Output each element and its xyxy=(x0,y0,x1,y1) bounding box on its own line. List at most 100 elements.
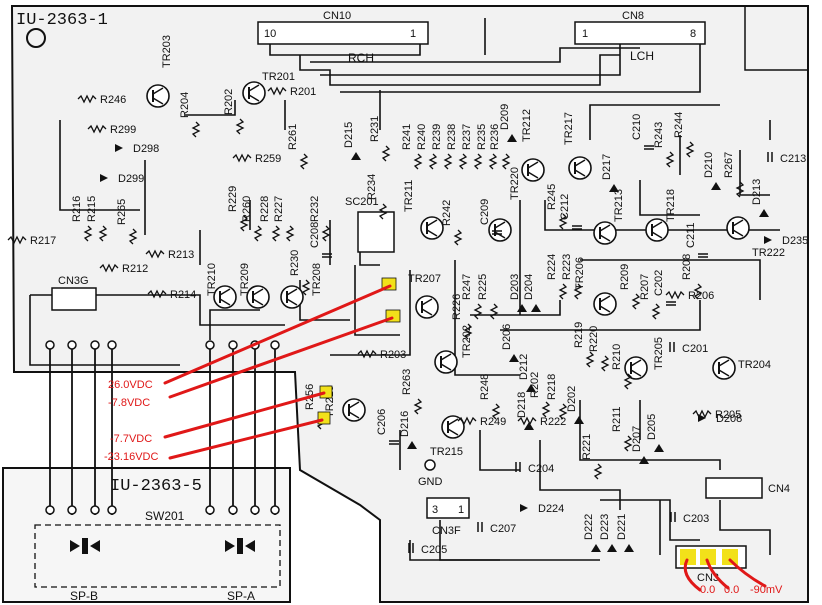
res-r299-4-symbol xyxy=(87,124,107,134)
tr212-label: TR212 xyxy=(521,109,533,142)
tr217-symbol xyxy=(568,156,592,180)
pcb-traces xyxy=(29,18,780,561)
tr215-symbol xyxy=(441,415,465,439)
cap-c208-5-label: C208 xyxy=(309,222,321,248)
res-r228-24-symbol xyxy=(271,225,281,242)
diode-d298-0-symbol xyxy=(115,144,123,152)
cap-c207-10-label: C207 xyxy=(490,523,516,535)
res-r229-37-symbol xyxy=(239,215,249,232)
res-r216-19-label: R216 xyxy=(71,196,83,222)
res-r207-32-label: R207 xyxy=(639,274,651,300)
tr222-label: TR222 xyxy=(752,247,785,259)
diode-d299-1-label: D299 xyxy=(118,173,144,185)
diode-d213-6-symbol xyxy=(759,209,769,217)
cap-c213-1-symbol xyxy=(767,152,773,162)
cn8-pin-right: 8 xyxy=(690,28,696,40)
res-r221-55-label: R221 xyxy=(581,434,593,460)
cap-c210-0-label: C210 xyxy=(631,114,643,140)
gnd-pad xyxy=(424,459,436,471)
tr207-symbol xyxy=(415,295,439,319)
diode-d212-11-symbol xyxy=(526,384,536,392)
res-r247-39-symbol xyxy=(473,303,483,320)
res-r219-43-label: R219 xyxy=(573,322,585,348)
res-r216-19-symbol xyxy=(83,225,93,242)
cap-c210-0-symbol xyxy=(644,145,654,150)
res-r201-3-label: R201 xyxy=(290,86,316,98)
res-r245-28-label: R245 xyxy=(546,184,558,210)
tr211-symbol xyxy=(420,216,444,240)
res-r260-23-symbol xyxy=(253,225,263,242)
tr218-label: TR218 xyxy=(665,189,677,222)
diode-d215-2-label: D215 xyxy=(343,122,355,148)
res-r265-21-symbol xyxy=(128,228,138,245)
tr207-label: TR207 xyxy=(408,273,441,285)
tr219-symbol xyxy=(342,398,366,422)
res-r213-34-label: R213 xyxy=(168,249,194,261)
res-r246-0-symbol xyxy=(77,94,97,104)
diode-d215-2-symbol xyxy=(351,152,361,160)
res-r202-48-symbol xyxy=(541,401,551,418)
sp-b-label: SP-B xyxy=(70,589,98,603)
cn10-pin-right: 1 xyxy=(410,28,416,40)
cap-c207-10-symbol xyxy=(477,522,483,532)
res-r208-33-symbol xyxy=(693,283,703,300)
rch-label: RCH xyxy=(348,51,374,65)
diode-d207-16-symbol xyxy=(639,456,649,464)
board-title: IU-2363-1 xyxy=(16,11,108,30)
tr217-label: TR217 xyxy=(563,112,575,145)
res-r214-36-label: R214 xyxy=(170,289,196,301)
diode-d206-10-symbol xyxy=(509,354,519,362)
res-r205-52-symbol xyxy=(692,409,712,419)
measurement-arrows xyxy=(163,284,767,592)
res-r222-54-label: R222 xyxy=(540,416,566,428)
diode-d298-0-label: D298 xyxy=(133,143,159,155)
tr205-symbol xyxy=(624,356,648,380)
res-r209-31-symbol xyxy=(631,293,641,310)
cn3-pin-2-value: 0.0 xyxy=(724,584,739,596)
cap-c204-9-symbol xyxy=(515,462,521,472)
cap-c204-9-label: C204 xyxy=(528,463,554,475)
res-r265-21-label: R265 xyxy=(116,199,128,225)
measurement-7-7v: -7.7VDC xyxy=(110,433,152,445)
cn4-label: CN4 xyxy=(768,483,790,495)
tr220-label: TR220 xyxy=(509,167,521,200)
diode-d299-1-symbol xyxy=(100,174,108,182)
tr209-label: TR209 xyxy=(239,263,251,296)
cap-c206-8-symbol xyxy=(389,440,399,445)
res-r225-40-label: R225 xyxy=(477,274,489,300)
tr201-symbol xyxy=(242,81,266,105)
diode-d224-18-label: D224 xyxy=(538,503,564,515)
res-r243-16-symbol xyxy=(665,151,675,168)
diode-d205-14-label: D205 xyxy=(646,414,658,440)
res-r220-44-symbol xyxy=(600,355,610,372)
res-r222-54-symbol xyxy=(517,416,537,426)
switch-board-title: IU-2363-5 xyxy=(110,477,202,496)
res-r204-1-symbol xyxy=(191,121,201,138)
res-r208-33-label: R208 xyxy=(681,254,693,280)
tr212-symbol xyxy=(521,158,545,182)
cap-c211-4-symbol xyxy=(698,253,708,258)
cap-c209-2-symbol xyxy=(492,230,502,235)
res-r242-27-label: R242 xyxy=(441,200,453,226)
res-r225-40-symbol xyxy=(489,303,499,320)
res-r244-17-label: R244 xyxy=(673,112,685,138)
diode-d210-5-label: D210 xyxy=(703,152,715,178)
cn10-pin-left: 10 xyxy=(264,28,276,40)
tr206-label: TR206 xyxy=(574,257,586,290)
cn4-connector xyxy=(705,477,763,499)
cn3g-label: CN3G xyxy=(58,275,89,287)
res-r206-42-symbol xyxy=(665,290,685,300)
diode-d202-13-label: D202 xyxy=(566,386,578,412)
cn10-label: CN10 xyxy=(323,10,351,22)
diode-d212-11-label: D212 xyxy=(518,354,530,380)
test-pad-r256-bottom xyxy=(317,411,331,425)
cap-c212-3-label: C212 xyxy=(559,194,571,220)
tr202-label: TR202 xyxy=(461,325,473,358)
res-r234-8-label: R234 xyxy=(366,174,378,200)
diode-d213-6-label: D213 xyxy=(751,179,763,205)
res-r235-14-label: R235 xyxy=(476,124,488,150)
res-r243-16-label: R243 xyxy=(653,122,665,148)
diode-d218-12-symbol xyxy=(524,422,534,430)
res-r263-46-label: R263 xyxy=(401,369,413,395)
cap-c203-11-label: C203 xyxy=(683,513,709,525)
